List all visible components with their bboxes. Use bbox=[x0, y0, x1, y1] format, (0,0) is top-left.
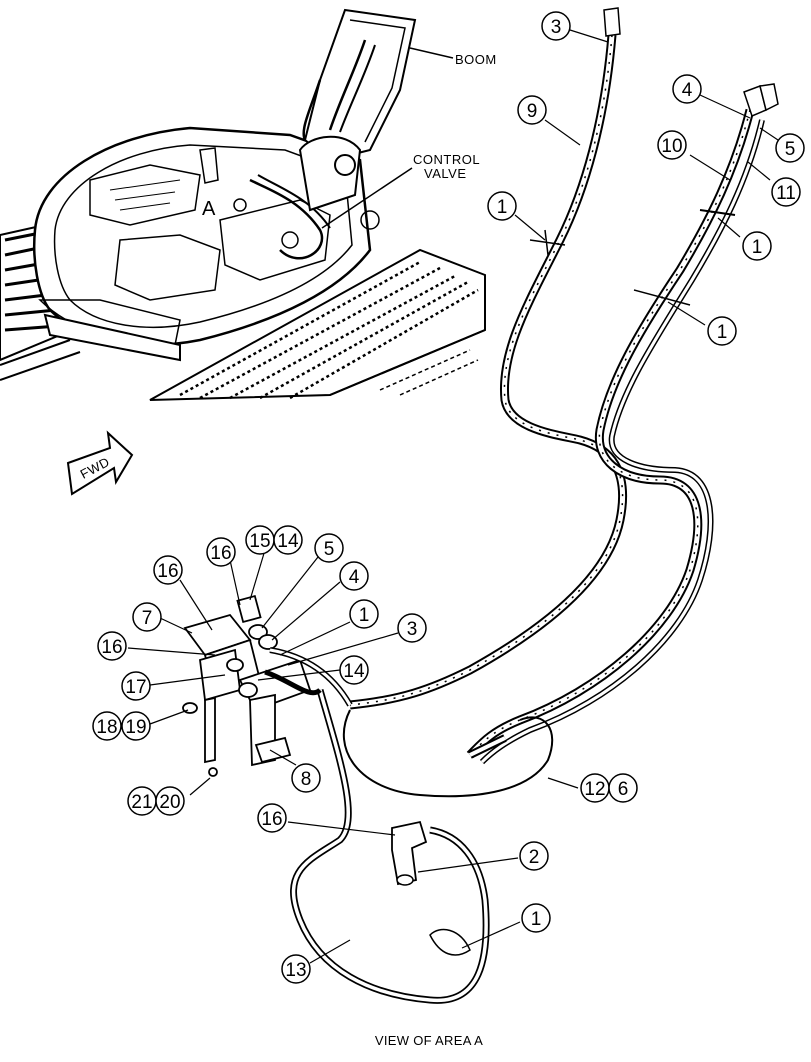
callout: 14 bbox=[339, 655, 369, 685]
excavator-overview bbox=[0, 8, 486, 401]
callout: 1 bbox=[349, 599, 379, 629]
svg-text:2: 2 bbox=[529, 847, 540, 868]
svg-text:6: 6 bbox=[618, 779, 629, 800]
svg-text:1: 1 bbox=[717, 322, 728, 343]
svg-text:16: 16 bbox=[101, 637, 122, 658]
callout: 14 bbox=[273, 525, 303, 555]
svg-text:4: 4 bbox=[349, 567, 360, 588]
callout: 12 bbox=[580, 773, 610, 803]
svg-text:16: 16 bbox=[210, 543, 231, 564]
svg-text:8: 8 bbox=[301, 769, 312, 790]
callout: 16 bbox=[257, 803, 287, 833]
svg-text:9: 9 bbox=[527, 101, 538, 122]
svg-text:7: 7 bbox=[142, 608, 153, 629]
callout: 3 bbox=[397, 613, 427, 643]
callout: 5 bbox=[775, 133, 805, 163]
callout: 19 bbox=[121, 711, 151, 741]
right-track bbox=[149, 248, 486, 401]
callout: 1 bbox=[742, 231, 772, 261]
callout: 2 bbox=[519, 841, 549, 871]
svg-text:20: 20 bbox=[159, 792, 180, 813]
svg-text:17: 17 bbox=[125, 677, 146, 698]
control-valve-label-1: CONTROL bbox=[413, 152, 480, 167]
svg-text:4: 4 bbox=[682, 80, 693, 101]
callout: 20 bbox=[155, 786, 185, 816]
callout: 11 bbox=[771, 177, 801, 207]
callout: 3 bbox=[541, 11, 571, 41]
callout: 13 bbox=[281, 954, 311, 984]
callout: 1 bbox=[707, 316, 737, 346]
svg-text:1: 1 bbox=[752, 237, 763, 258]
svg-text:16: 16 bbox=[261, 809, 282, 830]
leader-lines bbox=[127, 29, 779, 964]
callout: 4 bbox=[339, 561, 369, 591]
callout: 4 bbox=[672, 74, 702, 104]
svg-text:13: 13 bbox=[285, 960, 306, 981]
callout: 1 bbox=[487, 191, 517, 221]
svg-text:12: 12 bbox=[584, 779, 605, 800]
svg-text:3: 3 bbox=[551, 17, 562, 38]
svg-text:18: 18 bbox=[96, 717, 117, 738]
callout: 18 bbox=[92, 711, 122, 741]
boom-label: BOOM bbox=[455, 52, 497, 67]
svg-text:14: 14 bbox=[277, 531, 299, 552]
svg-text:14: 14 bbox=[343, 661, 365, 682]
svg-text:1: 1 bbox=[531, 909, 542, 930]
view-caption: VIEW OF AREA A bbox=[375, 1033, 483, 1048]
callout: 16 bbox=[153, 555, 183, 585]
svg-text:19: 19 bbox=[125, 717, 146, 738]
boom-structure bbox=[298, 8, 417, 212]
callout: 1 bbox=[521, 903, 551, 933]
text-labels: BOOM CONTROL VALVE A VIEW OF AREA A bbox=[202, 52, 497, 1048]
svg-text:21: 21 bbox=[131, 792, 152, 813]
callout: 10 bbox=[657, 130, 687, 160]
svg-text:5: 5 bbox=[324, 539, 335, 560]
area-label: A bbox=[202, 198, 216, 220]
svg-text:16: 16 bbox=[157, 561, 178, 582]
control-valve-label-2: VALVE bbox=[424, 166, 466, 181]
callout: 15 bbox=[245, 525, 275, 555]
callout: 17 bbox=[121, 671, 151, 701]
svg-text:10: 10 bbox=[661, 136, 682, 157]
callout: 8 bbox=[291, 763, 321, 793]
callout: 7 bbox=[132, 602, 162, 632]
fwd-arrow: FWD bbox=[66, 430, 134, 496]
callouts: 3 9 4 5 10 11 1 1 1 16 15 14 5 16 4 7 1 … bbox=[92, 11, 805, 984]
svg-text:11: 11 bbox=[776, 183, 796, 204]
callout: 9 bbox=[517, 95, 547, 125]
callout: 5 bbox=[314, 533, 344, 563]
svg-text:1: 1 bbox=[497, 197, 508, 218]
callout: 16 bbox=[206, 537, 236, 567]
svg-text:1: 1 bbox=[359, 605, 370, 626]
callout: 21 bbox=[127, 786, 157, 816]
svg-text:15: 15 bbox=[249, 531, 270, 552]
svg-text:3: 3 bbox=[407, 619, 418, 640]
callout: 16 bbox=[97, 631, 127, 661]
svg-text:5: 5 bbox=[785, 139, 796, 160]
callout: 6 bbox=[608, 773, 638, 803]
hose-assembly bbox=[290, 7, 779, 1004]
